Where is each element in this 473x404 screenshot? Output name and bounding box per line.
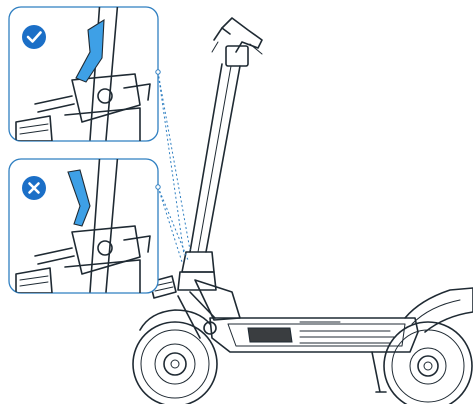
deck [209,317,419,353]
deck-display-panel [247,327,293,343]
front-fender [139,309,211,331]
callout-incorrect [8,158,161,294]
scooter [132,17,473,404]
latch-highlight-correct [75,18,105,83]
front-wheel [132,321,218,404]
steering-stem [177,63,241,291]
latch-detail-correct [15,7,151,141]
latch-highlight-incorrect [67,169,91,227]
rear-wheel [383,321,473,404]
leader-lines [157,71,191,263]
check-icon [22,25,46,49]
rear-fender [404,287,473,333]
front-fork [177,279,241,339]
handlebar [211,17,263,67]
latch-detail-incorrect [15,159,151,293]
front-footrest [149,275,177,299]
callout-correct [8,6,161,142]
kickstand [371,351,387,393]
